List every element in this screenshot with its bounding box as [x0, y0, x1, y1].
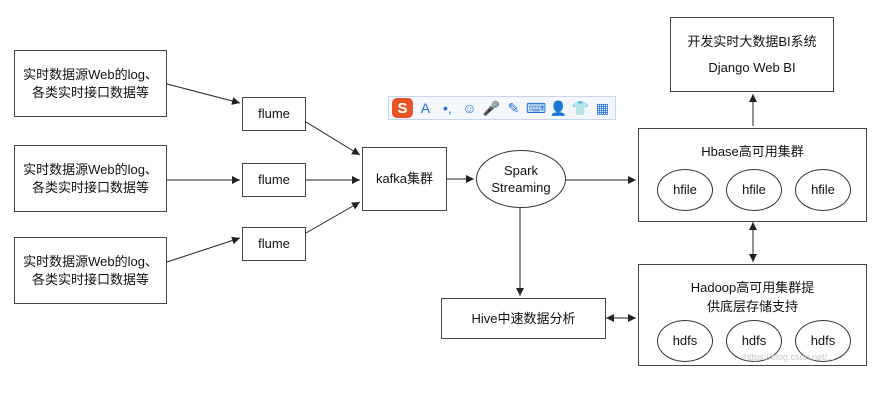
hive-label: Hive中速数据分析 [471, 310, 576, 326]
hfile-2-label: hfile [742, 182, 766, 197]
keyboard-icon[interactable]: ⌨ [525, 99, 547, 116]
edge-source1-flume1 [166, 83, 241, 105]
hbase-cluster-box: Hbase高可用集群 hfile hfile hfile [638, 128, 867, 222]
spark-streaming-node: Spark Streaming [476, 150, 566, 208]
edge-flume3-kafka [305, 201, 361, 234]
hive-box: Hive中速数据分析 [441, 298, 606, 339]
punctuation-icon[interactable]: •, [443, 100, 452, 116]
source-box-1: 实时数据源Web的log、 各类实时接口数据等 [14, 50, 167, 117]
spark-line1: Spark [504, 163, 538, 178]
ime-toolbar[interactable]: S A •, ☺ 🎤 ✎ ⌨ 👤 👕 ▦ [388, 96, 616, 120]
hadoop-cluster-box: Hadoop高可用集群提 供底层存储支持 hdfs hdfs hdfs [638, 264, 867, 366]
source-1-line1: 实时数据源Web的log、 [23, 66, 158, 82]
watermark-text: https://blog.csdn.net/... [744, 352, 835, 362]
source-3-line1: 实时数据源Web的log、 [23, 253, 158, 269]
hfile-3-label: hfile [811, 182, 835, 197]
edge-flume1-kafka [305, 121, 361, 156]
source-box-3: 实时数据源Web的log、 各类实时接口数据等 [14, 237, 167, 304]
flume-2-label: flume [258, 172, 290, 187]
kafka-label: kafka集群 [375, 171, 434, 186]
source-2-line2: 各类实时接口数据等 [31, 179, 149, 195]
bi-system-box: 开发实时大数据BI系统 Django Web BI [670, 17, 834, 92]
hfile-node-2: hfile [726, 169, 782, 211]
hadoop-line1: Hadoop高可用集群提 [690, 280, 815, 295]
flume-3-label: flume [258, 236, 290, 251]
hdfs-1-label: hdfs [672, 333, 698, 348]
user-icon[interactable]: 👤 [549, 99, 568, 116]
flume-1-label: flume [258, 106, 290, 121]
flume-box-2: flume [242, 163, 306, 197]
edge-source3-flume3 [166, 236, 241, 263]
emoji-icon[interactable]: ☺ [462, 100, 477, 116]
hdfs-3-label: hdfs [810, 333, 836, 348]
source-1-line2: 各类实时接口数据等 [31, 84, 149, 100]
letter-a-icon[interactable]: A [420, 100, 431, 116]
sogou-logo-icon[interactable]: S [392, 98, 413, 118]
hfile-node-3: hfile [795, 169, 851, 211]
bi-line2: Django Web BI [708, 59, 796, 75]
pen-icon[interactable]: ✎ [507, 99, 520, 116]
bi-line1: 开发实时大数据BI系统 [687, 33, 817, 49]
source-2-line1: 实时数据源Web的log、 [23, 161, 158, 177]
hdfs-node-1: hdfs [657, 320, 713, 362]
source-box-2: 实时数据源Web的log、 各类实时接口数据等 [14, 145, 167, 212]
hdfs-node-2: hdfs [726, 320, 782, 362]
microphone-icon[interactable]: 🎤 [482, 99, 501, 116]
grid-icon[interactable]: ▦ [595, 99, 610, 116]
source-3-line2: 各类实时接口数据等 [31, 271, 149, 287]
hdfs-node-3: hdfs [795, 320, 851, 362]
hfile-1-label: hfile [673, 182, 697, 197]
hbase-title: Hbase高可用集群 [701, 144, 804, 159]
flume-box-1: flume [242, 97, 306, 131]
flume-box-3: flume [242, 227, 306, 261]
hdfs-2-label: hdfs [741, 333, 767, 348]
spark-line2: Streaming [491, 180, 551, 195]
hadoop-line2: 供底层存储支持 [706, 299, 798, 314]
hfile-node-1: hfile [657, 169, 713, 211]
kafka-cluster-box: kafka集群 [362, 147, 447, 211]
shirt-icon[interactable]: 👕 [571, 99, 590, 116]
